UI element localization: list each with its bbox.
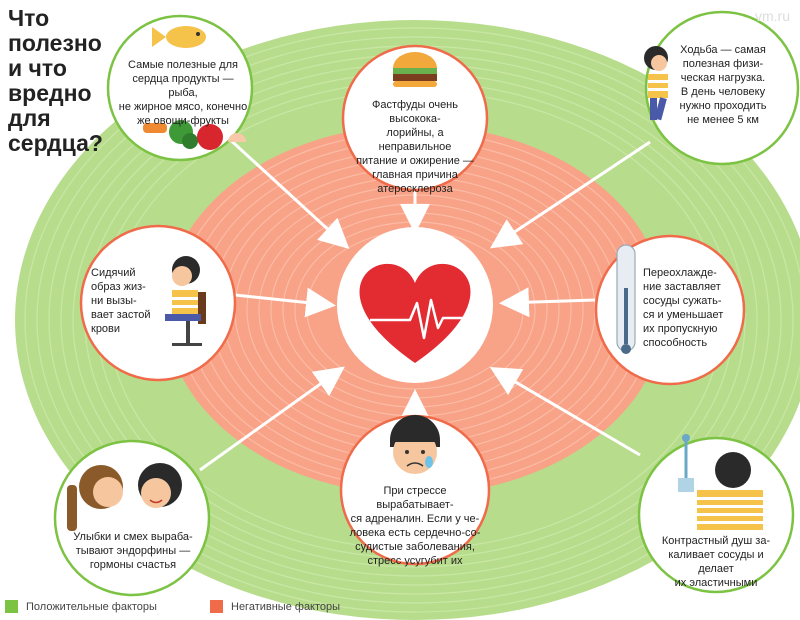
thermometer-icon bbox=[616, 244, 636, 354]
arrow-from-smile bbox=[199, 366, 345, 472]
burger-icon bbox=[393, 52, 437, 87]
shower-icon bbox=[678, 434, 763, 530]
legend: Положительные факторы Негативные факторы bbox=[0, 600, 800, 618]
watermark: vm.ru bbox=[755, 8, 790, 24]
bubble-cold bbox=[594, 234, 746, 386]
bubble-fastfood bbox=[341, 44, 489, 192]
bubble-shower bbox=[637, 434, 795, 594]
sitting-boy-icon bbox=[165, 256, 206, 346]
arrows bbox=[199, 133, 651, 472]
legend-negative-label: Негативные факторы bbox=[231, 600, 341, 613]
fastfood-text: Фастфуды очень высокока- лорийны, а непр… bbox=[356, 99, 474, 195]
walking-boy-icon bbox=[644, 46, 668, 121]
sitting-text: Сидячий образ жиз- ни вызы- вает застой … bbox=[91, 267, 151, 335]
legend-positive: Положительные факторы bbox=[5, 600, 157, 613]
fish-text: Самые полезные для сердца продукты — рыб… bbox=[118, 59, 248, 127]
negative-swatch bbox=[210, 600, 223, 613]
legend-positive-label: Положительные факторы bbox=[26, 600, 157, 613]
arrow-from-walking bbox=[490, 140, 651, 249]
arrow-from-shower bbox=[489, 366, 641, 457]
heartbeat-line-icon bbox=[370, 298, 470, 340]
smiling-kids-icon bbox=[67, 463, 182, 531]
bubble-stress bbox=[339, 414, 491, 566]
arrow-from-fish bbox=[223, 133, 350, 250]
fish-and-vegetables-icon bbox=[143, 26, 246, 150]
bubble-fish bbox=[106, 14, 254, 162]
legend-negative: Негативные факторы bbox=[210, 600, 340, 613]
heart-icon bbox=[359, 263, 471, 363]
crying-face-icon bbox=[390, 415, 440, 474]
stress-text: При стрессе вырабатывает- ся адреналин. … bbox=[349, 485, 481, 567]
smile-text: Улыбки и смех выраба- тывают эндорфины —… bbox=[73, 531, 193, 571]
positive-swatch bbox=[5, 600, 18, 613]
bubble-smile bbox=[53, 439, 211, 597]
cold-text: Переохлажде- ние заставляет сосуды сужат… bbox=[643, 267, 724, 349]
shower-text: Контрастный душ за- каливает сосуды и де… bbox=[661, 535, 771, 589]
bubble-sitting bbox=[79, 224, 237, 382]
page-title: Что полезно и что вредно для сердца? bbox=[8, 5, 103, 156]
arrow-from-sitting bbox=[234, 287, 336, 318]
bubble-walking bbox=[644, 10, 800, 166]
walking-text: Ходьба — самая полезная физи- ческая наг… bbox=[679, 44, 767, 126]
arrow-from-cold bbox=[499, 287, 596, 318]
